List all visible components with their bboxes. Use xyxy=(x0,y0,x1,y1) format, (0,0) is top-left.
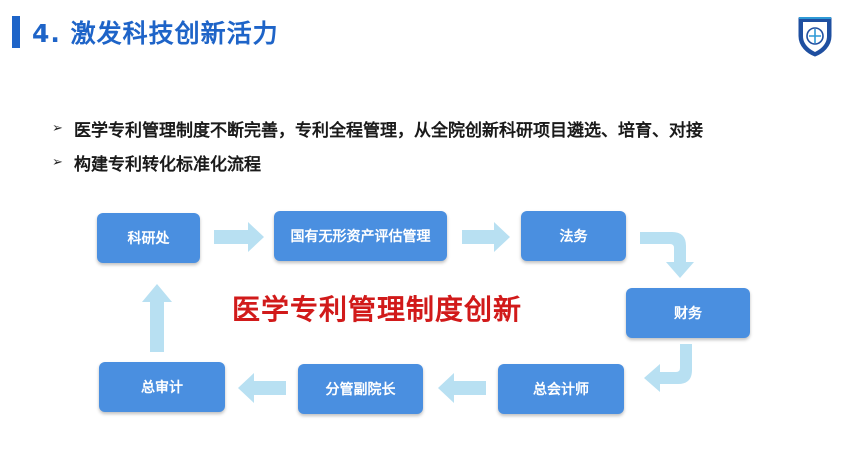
flow-step-chief-accountant: 总会计师 xyxy=(498,364,624,414)
arrow-curve-down-icon xyxy=(640,232,694,278)
bullet-item: ➢ 医学专利管理制度不断完善，专利全程管理，从全院创新科研项目遴选、培育、对接 xyxy=(52,115,703,141)
arrow-left-icon xyxy=(238,373,286,403)
flow-center-title: 医学专利管理制度创新 xyxy=(232,293,523,326)
title-accent-bar xyxy=(12,16,20,48)
flow-step-asset-evaluation: 国有无形资产评估管理 xyxy=(274,211,447,261)
page-title: 4. 激发科技创新活力 xyxy=(32,19,279,48)
arrow-right-icon xyxy=(462,222,510,252)
bullet-text: 医学专利管理制度不断完善，专利全程管理，从全院创新科研项目遴选、培育、对接 xyxy=(74,120,703,141)
arrow-curve-left-icon xyxy=(644,344,692,392)
bullet-list: ➢ 医学专利管理制度不断完善，专利全程管理，从全院创新科研项目遴选、培育、对接 … xyxy=(52,115,703,183)
bullet-text: 构建专利转化标准化流程 xyxy=(74,154,261,175)
bullet-arrow-icon: ➢ xyxy=(52,120,63,136)
bullet-arrow-icon: ➢ xyxy=(52,154,63,170)
flow-step-finance: 财务 xyxy=(626,288,750,338)
flow-step-legal: 法务 xyxy=(521,211,626,261)
flow-step-vice-president: 分管副院长 xyxy=(298,364,423,414)
arrow-right-icon xyxy=(214,222,264,252)
flow-step-chief-auditor: 总审计 xyxy=(99,362,225,412)
arrow-up-icon xyxy=(142,284,172,352)
arrow-left-icon xyxy=(438,373,486,403)
university-shield-logo xyxy=(798,17,832,57)
bullet-item: ➢ 构建专利转化标准化流程 xyxy=(52,149,703,175)
flow-step-research-office: 科研处 xyxy=(97,213,200,263)
